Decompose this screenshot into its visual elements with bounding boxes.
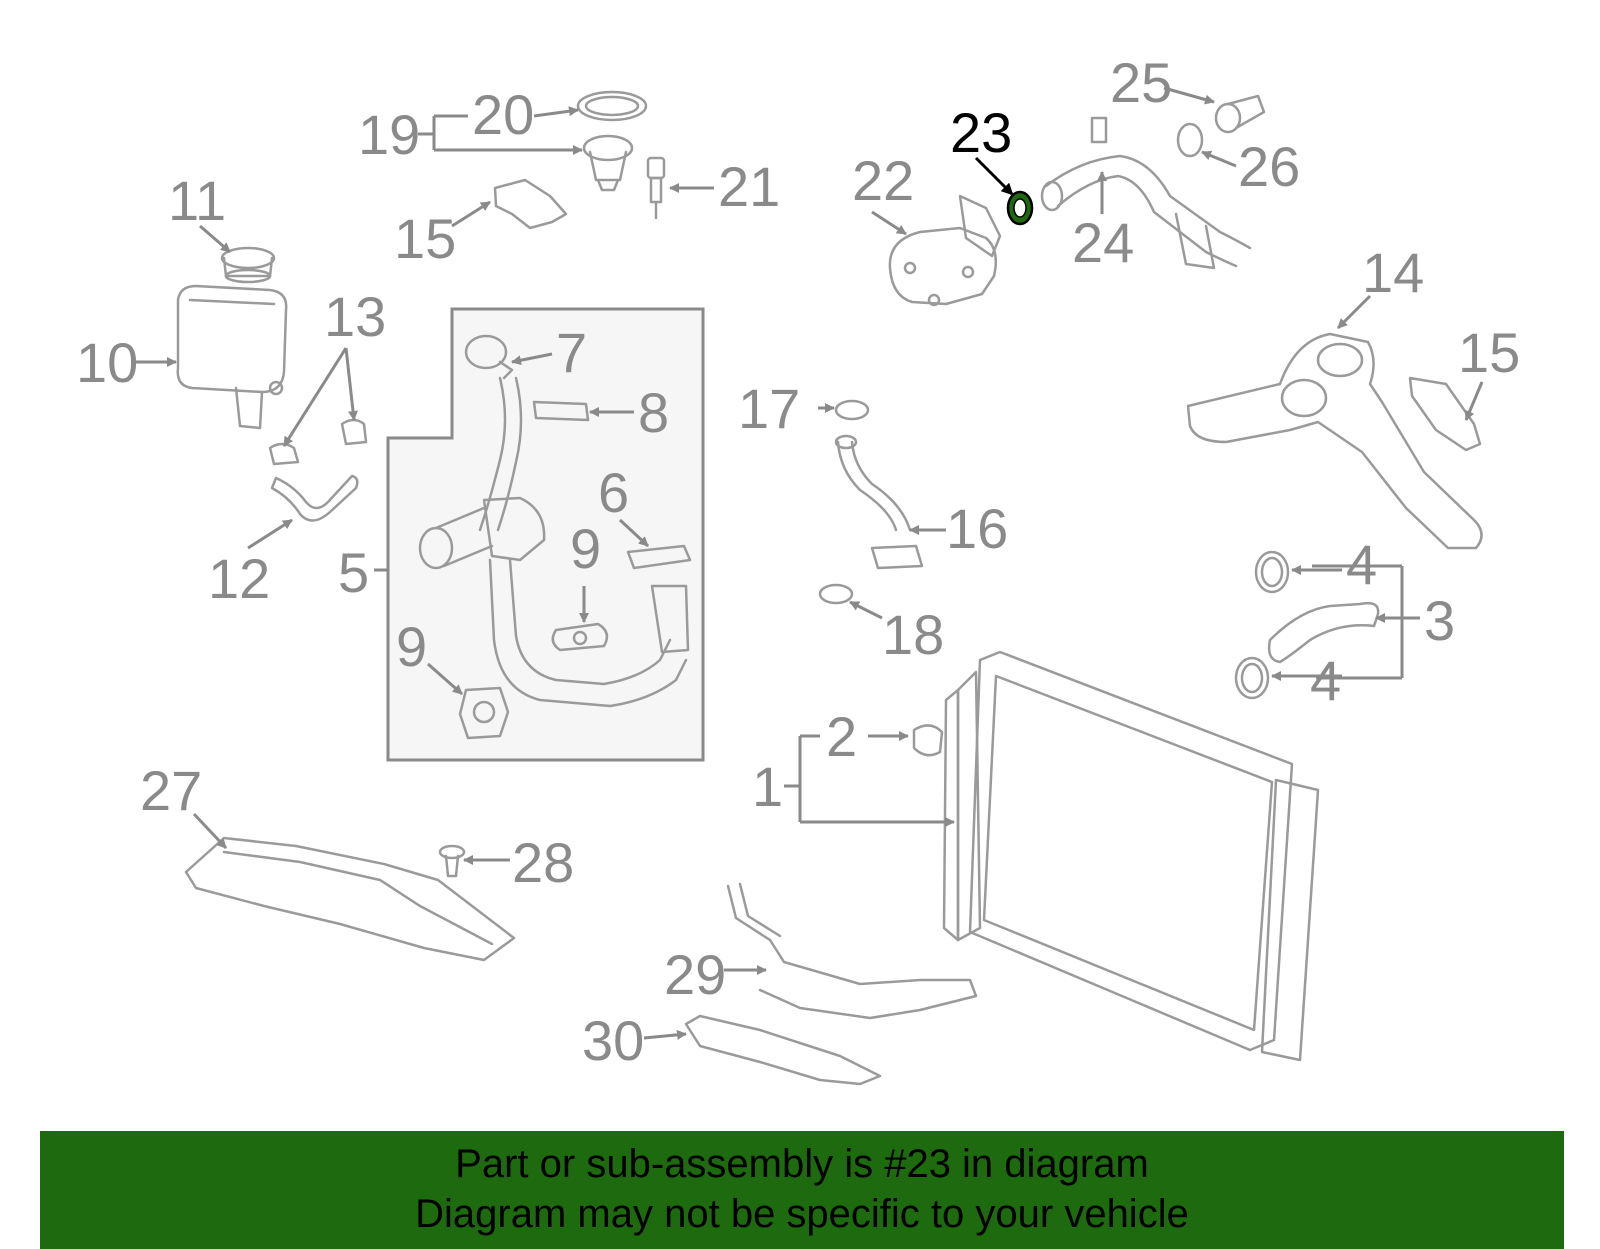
callout-23: 23 [950, 101, 1012, 164]
callout-10: 10 [76, 331, 138, 394]
part-13-clamps [268, 418, 368, 466]
part-25-sensor [1214, 94, 1266, 134]
part-1-radiator [942, 650, 1320, 1062]
callout-7: 7 [556, 321, 587, 384]
callout-28: 28 [512, 831, 574, 894]
callout-13: 13 [324, 285, 386, 348]
part-3-hose [1267, 601, 1380, 664]
part-10-reservoir [176, 284, 288, 430]
callout-25: 25 [1110, 51, 1172, 114]
callout-11: 11 [168, 169, 226, 232]
part-22-housing [888, 194, 1002, 307]
part-11-cap [220, 246, 276, 284]
part-12-hose [270, 474, 359, 522]
part-15-gasket-top [493, 178, 568, 230]
part-30-baffle [684, 1014, 882, 1086]
callout-27: 27 [140, 759, 202, 822]
callout-20: 20 [472, 83, 534, 146]
part-9-mount-lower [458, 686, 510, 740]
banner-line-2: Diagram may not be specific to your vehi… [415, 1192, 1189, 1236]
part-9-mount-upper [551, 622, 609, 652]
part-23-o-ring [1006, 190, 1034, 226]
part-4-clamp-upper [1254, 550, 1290, 594]
callout-6: 6 [598, 461, 629, 524]
callout-9-upper: 9 [570, 517, 601, 580]
part-6-bracket [626, 544, 692, 570]
banner-line-1: Part or sub-assembly is #23 in diagram [455, 1142, 1149, 1186]
callout-30: 30 [582, 1009, 644, 1072]
part-8-connector [532, 400, 590, 422]
callout-12: 12 [208, 547, 270, 610]
part-27-shield [184, 836, 516, 962]
part-17-o-ring [834, 399, 870, 421]
part-29-deflector [726, 882, 978, 1020]
callout-19: 19 [358, 103, 420, 166]
part-21-sensor [646, 156, 666, 220]
part-18-o-ring [818, 583, 854, 605]
part-2-grommet [912, 724, 944, 757]
part-20-gasket [576, 90, 648, 122]
callout-1: 1 [752, 755, 783, 818]
callout-9-lower: 9 [396, 615, 427, 678]
callout-14: 14 [1362, 241, 1424, 304]
callout-15-top: 15 [394, 207, 456, 270]
callout-22: 22 [852, 149, 914, 212]
callout-4-upper: 4 [1346, 533, 1377, 596]
callout-15-right: 15 [1458, 321, 1520, 384]
callout-17: 17 [738, 377, 800, 440]
callout-16: 16 [946, 497, 1008, 560]
info-banner: Part or sub-assembly is #23 in diagram D… [40, 1131, 1564, 1249]
callout-21: 21 [718, 155, 780, 218]
callout-18: 18 [882, 603, 944, 666]
callout-4-lower: 4 [1310, 649, 1341, 712]
part-16-pipe [834, 434, 924, 570]
callout-29: 29 [664, 943, 726, 1006]
callout-26: 26 [1238, 135, 1300, 198]
part-5-hose-assembly [418, 376, 690, 708]
part-19-thermostat [582, 134, 634, 192]
part-26-seal [1176, 122, 1204, 158]
callout-24: 24 [1072, 211, 1134, 274]
part-15-gasket-right [1408, 376, 1482, 452]
assembly-5-panel [386, 307, 705, 762]
part-14-outlet [1186, 332, 1483, 550]
callout-5: 5 [338, 541, 369, 604]
part-28-clip [438, 844, 466, 878]
callout-3: 3 [1424, 589, 1455, 652]
part-4-clamp-lower [1234, 656, 1270, 700]
callout-8: 8 [638, 381, 669, 444]
part-7-clamp [464, 334, 514, 380]
part-24-pipe [1040, 116, 1252, 270]
callout-2: 2 [826, 705, 857, 768]
